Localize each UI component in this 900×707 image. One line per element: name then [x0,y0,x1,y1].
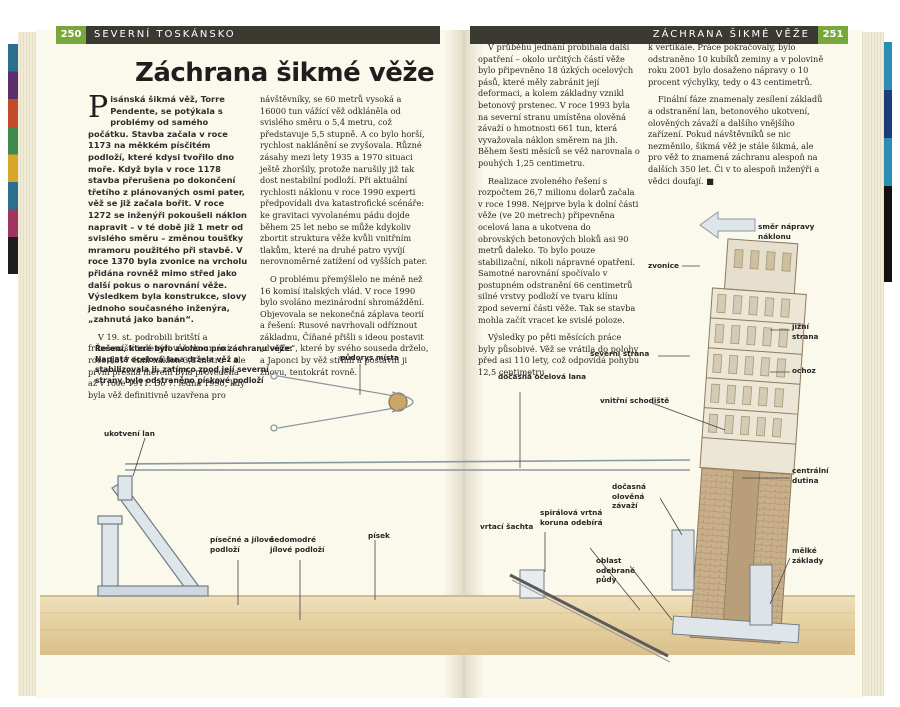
correction-arrow [699,211,756,239]
illustration-caption: Řešení, které bylo zvoleno pro záchranu … [95,344,293,385]
label-sand: písek [368,531,390,540]
right-page-edges [862,32,884,696]
label-sand-clay-subsoil: písečné a jílové podloží [210,535,274,554]
paragraph: Finální fáze znamenaly zesílení základů … [648,94,823,186]
right-column-1: V průběhu jednání probíhala další opatře… [478,42,640,385]
left-section-title: SEVERNÍ TOSKÁNSKO [94,29,236,40]
left-page-number: 250 [56,26,86,44]
right-page-edge-tabs [884,42,892,282]
label-central-cavity: centrální dutina [792,466,829,485]
right-running-header: ZÁCHRANA ŠIKMÉ VĚŽE [470,26,818,44]
left-column-2: návštěvníky, se 60 metrů vysoká a 16000 … [260,94,430,384]
lead-weights [671,529,695,591]
leaning-tower [671,238,807,645]
steel-cables [124,459,691,471]
label-drill-shaft: vrtací šachta [480,522,534,531]
cable-anchor-frame [97,475,209,597]
left-running-header: SEVERNÍ TOSKÁNSKO [56,26,440,44]
left-page-edge-tabs [8,44,18,274]
article-title: Záchrana šikmé věže [135,58,435,88]
right-page-number: 251 [818,26,848,44]
label-spiral-drill: spirálová vrtná koruna odebírá [540,508,603,527]
paragraph: V 19. st. podrobili britští a francouzšt… [88,331,246,400]
paragraph: Realizace zvoleného řešení s rozpočtem 2… [478,175,639,325]
label-blue-grey-clay: šedomodré jílové podloží [270,535,325,554]
paragraph: O problému přemýšlelo ne méně než 16 kom… [260,273,429,377]
label-north-side: severní strana [590,349,650,358]
paragraph: návštěvníky, se 60 metrů vysoká a 16000 … [260,94,428,267]
site-plan-sketch [270,372,414,432]
paragraph: V průběhu jednání probíhala další opatře… [478,42,640,168]
right-column-2: k vertikále. Práce pokračovaly, bylo ods… [648,42,824,193]
label-temporary-cables: dočasná ocelová lana [498,372,587,381]
paragraph: Výsledky po pěti měsících práce byly půs… [478,332,640,378]
drilling-rig [509,569,671,663]
label-gallery: ochoz [792,366,816,375]
label-cable-anchor: ukotvení lan [104,429,155,438]
right-section-title: ZÁCHRANA ŠIKMÉ VĚŽE [652,29,810,40]
drop-cap: P [88,90,109,125]
book-spread [8,14,892,702]
label-inner-staircase: vnitřní schodiště [600,396,670,405]
label-removed-soil-area: oblast odebrané půdy [596,556,636,584]
book-gutter [444,30,484,698]
label-site-plan: půdorys místa [340,353,399,362]
paragraph: k vertikále. Práce pokračovaly, bylo ods… [648,42,824,87]
left-page-edges [18,32,38,696]
label-south-side: jižní strana [792,322,819,341]
label-shallow-foundations: mělké základy [792,546,824,565]
label-belfry: zvonice [648,261,679,270]
label-correction-direction: směr nápravy náklonu [758,222,815,241]
label-lead-weights: dočasná olověná závaží [612,482,646,510]
